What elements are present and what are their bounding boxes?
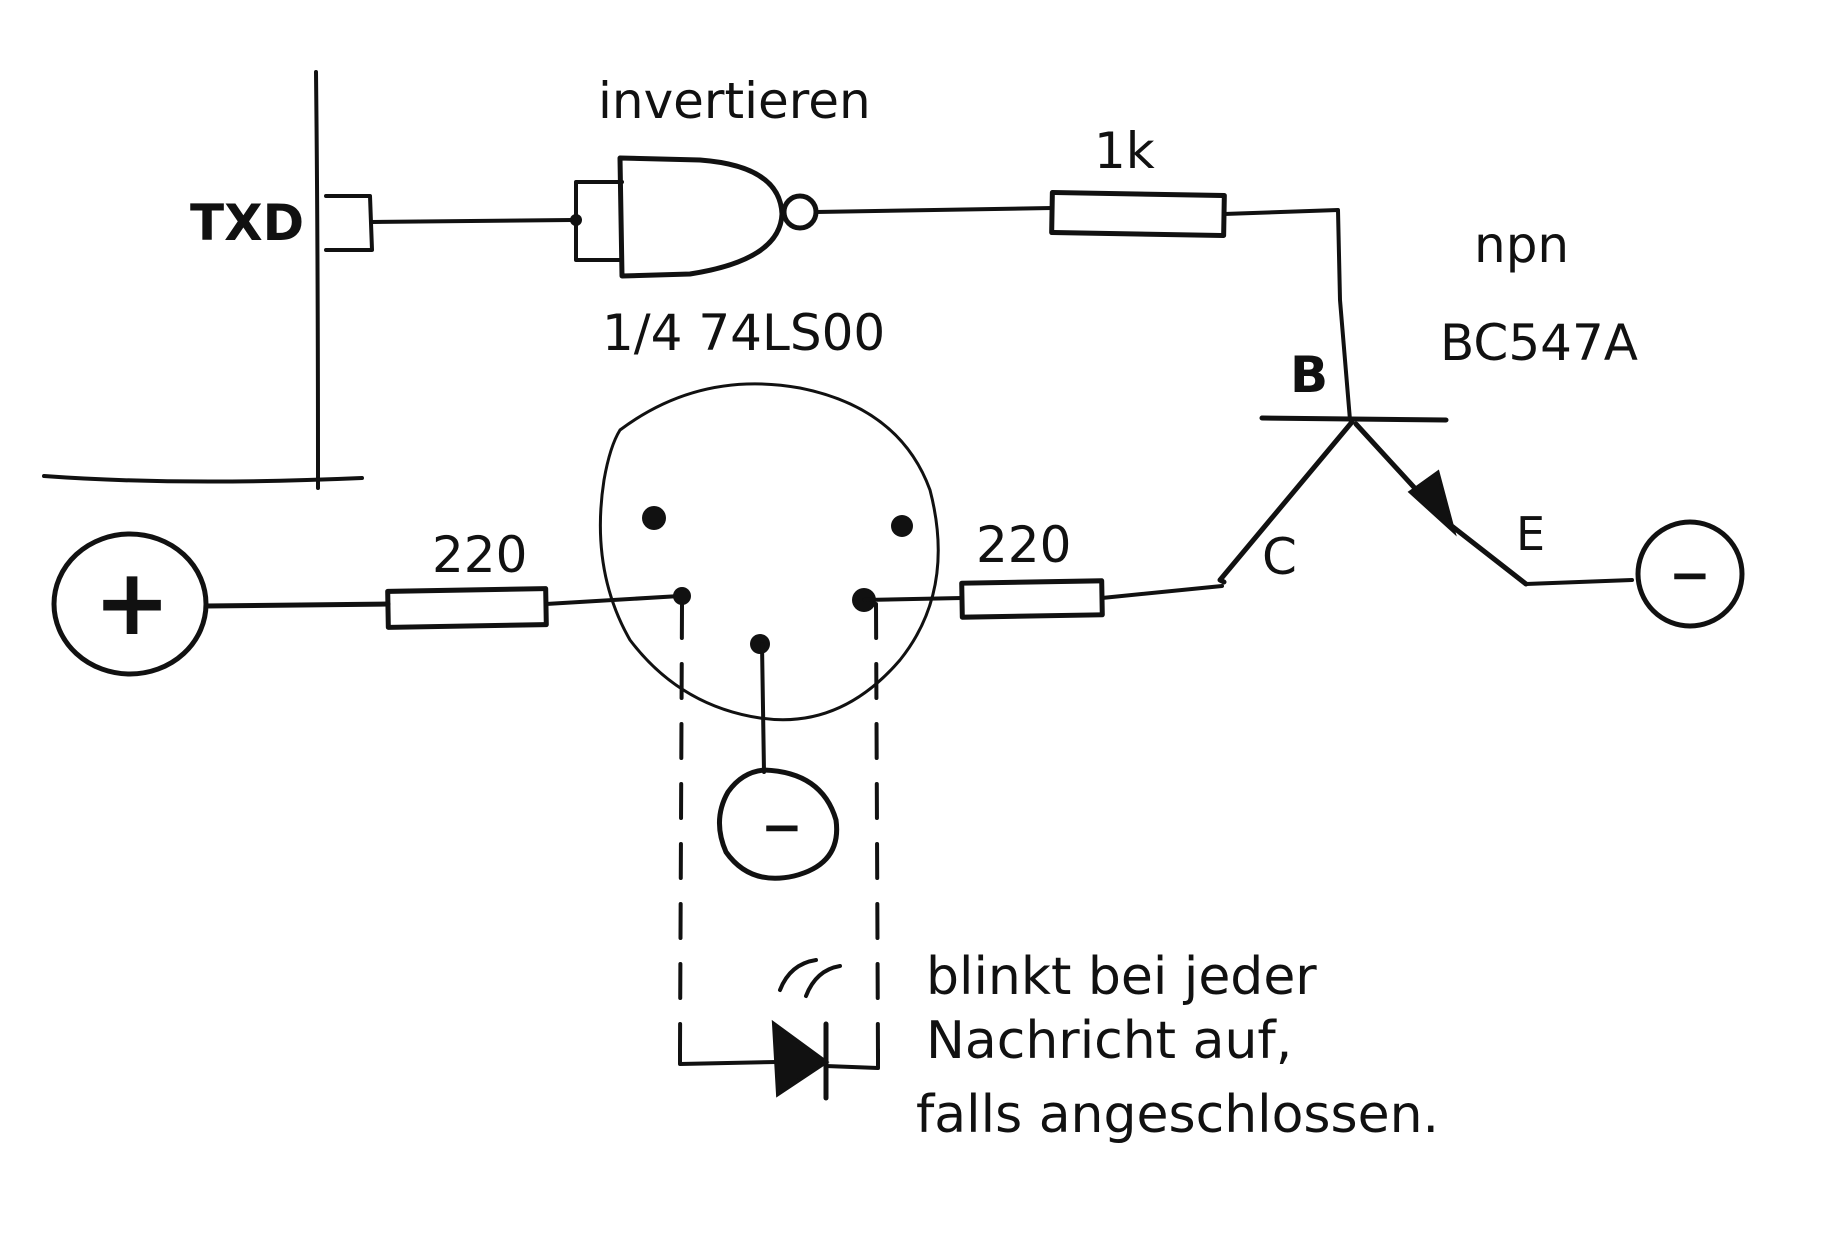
resistor-220-left-label: 220 (432, 526, 527, 584)
gate-part-label: 1/4 74LS00 (602, 304, 885, 362)
base-label: B (1290, 346, 1328, 404)
note-line-3: falls angeschlossen. (916, 1085, 1439, 1145)
wire-res1k-base (1222, 208, 1352, 422)
collector-label: C (1262, 528, 1297, 586)
gate-input-node (570, 214, 582, 226)
din-socket (598, 382, 940, 722)
transistor-part-label: BC547A (1440, 314, 1638, 372)
emitter-arrow-icon (1407, 469, 1457, 537)
resistor-1k-label: 1k (1094, 122, 1155, 180)
transistor-type-label: npn (1474, 216, 1569, 274)
wire-emitter-minus (1524, 578, 1634, 586)
minus-terminal-bottom (716, 767, 840, 881)
wire-socket-res220r (862, 596, 964, 602)
minus-bottom-label: − (761, 798, 803, 856)
led-icon (771, 958, 842, 1101)
note-line-1: blinkt bei jeder (926, 947, 1317, 1007)
socket-pin-top-right (891, 515, 913, 537)
resistor-1k (1049, 190, 1227, 238)
txd-label: TXD (190, 194, 304, 252)
gate-title-label: invertieren (598, 72, 871, 130)
note-line-2: Nachricht auf, (926, 1011, 1292, 1071)
resistor-220-right (959, 578, 1105, 620)
minus-right-label: − (1669, 546, 1711, 604)
led-dashed-leads (678, 602, 880, 1070)
wire-plus-res220l (203, 601, 391, 609)
minus-terminal-right (1635, 519, 1745, 629)
txd-pin (324, 194, 374, 252)
nand-gate (617, 155, 819, 279)
resistor-220-left (385, 586, 549, 630)
board-edge (42, 70, 364, 490)
wire-socket-minus (760, 642, 766, 774)
npn-transistor (1217, 415, 1529, 587)
resistor-220-right-label: 220 (976, 516, 1071, 574)
plus-label: + (93, 549, 170, 656)
wire-gate-res1k (814, 206, 1054, 214)
wire-res220r-collector (1100, 584, 1224, 600)
gate-input-fork (574, 180, 624, 262)
socket-pin-top-left (642, 506, 666, 530)
socket-pin-left (673, 587, 691, 605)
wire-txd-gate (370, 218, 574, 224)
emitter-label: E (1516, 507, 1545, 561)
